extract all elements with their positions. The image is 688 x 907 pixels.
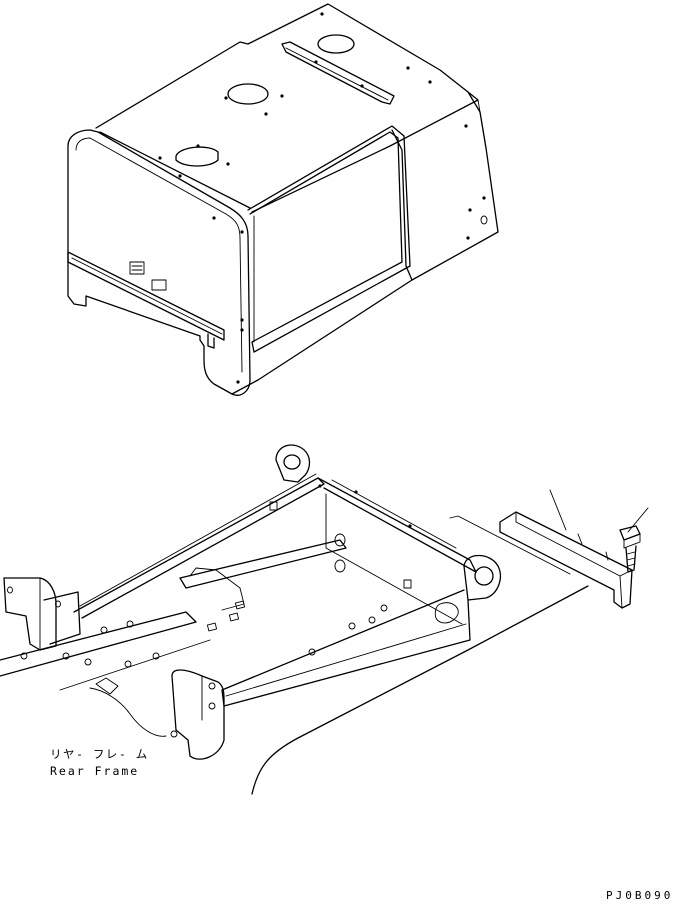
rear-frame-top-lug: [275, 444, 311, 483]
rear-frame-left-rail: [73, 477, 325, 619]
cover-plate-leader-line: [549, 489, 567, 531]
rear-frame-rear-crossmember: [317, 477, 477, 573]
cover-plate-assembly: [499, 489, 649, 609]
hood-opening-frame: [247, 125, 411, 353]
hood-right-side-panel: [391, 91, 499, 281]
rear-frame-right-lug: [463, 554, 501, 601]
rear-frame-label-jp: リヤ- フレ- ム: [50, 747, 149, 761]
rear-frame-lower-rail: [0, 611, 197, 677]
hood-front-rail: [67, 251, 225, 341]
hood-round-opening-2: [227, 83, 269, 105]
hex-bolt-icon: [619, 525, 641, 573]
rear-frame-left-front-bracket: [3, 577, 57, 651]
hood-top-strip: [281, 41, 395, 105]
rear-frame-label-en: Rear Frame: [50, 764, 140, 778]
hood-front-face: [67, 129, 251, 396]
hood-front-bottom-edge: [231, 279, 413, 395]
drawing-code: PJ0B090: [606, 889, 674, 902]
hood-front-bracket: [207, 333, 215, 349]
hood-front-plate: [129, 261, 145, 275]
bolt-leader-line: [627, 507, 649, 533]
rear-frame-assembly: [0, 444, 589, 795]
rear-frame-right-front-bracket: [171, 669, 225, 760]
rear-fender-outline: [251, 585, 589, 795]
rear-frame-inner-crossbar: [179, 539, 347, 589]
hood-round-opening-1: [317, 34, 355, 54]
hood-round-opening-3: [175, 146, 219, 167]
hood-top-panel: [95, 3, 479, 213]
hood-cover-assembly: [67, 3, 499, 396]
hood-top-front-edge: [99, 131, 251, 209]
cover-plate: [499, 511, 633, 609]
